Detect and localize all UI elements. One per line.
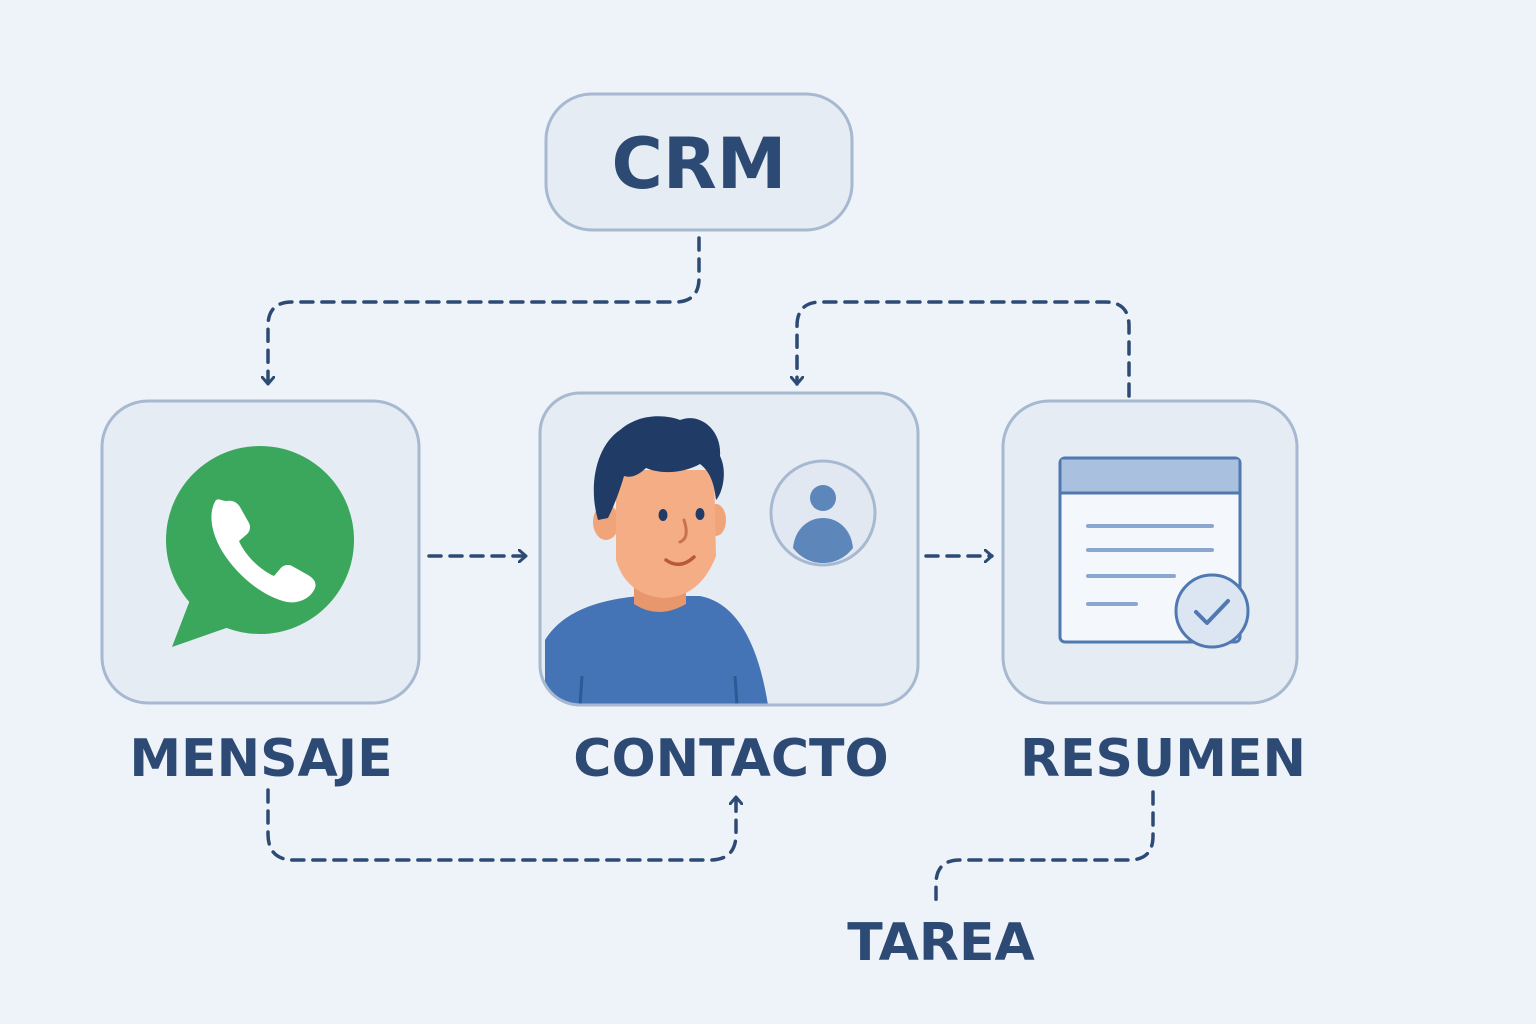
crm-label: CRM [612,123,787,205]
arrow-mensaje-label-to-contacto [266,788,736,862]
arrow-resumen-to-contacto [797,300,1131,398]
contacto-node: CONTACTO [538,391,920,789]
resumen-node: RESUMEN [1001,399,1306,789]
crm-box [544,92,854,232]
document-check-icon [1058,456,1250,649]
connectors [266,236,1155,902]
mensaje-label: MENSAJE [129,729,392,789]
tarea-label: TAREA [847,913,1034,973]
mensaje-node: MENSAJE [100,399,421,789]
resumen-label: RESUMEN [1020,729,1306,789]
contacto-label: CONTACTO [573,729,888,789]
arrow-resumen-to-tarea [934,790,1155,902]
contacto-box-border [538,391,920,707]
crm-node: CRM [544,92,854,232]
user-avatar-icon [769,459,877,567]
arrow-crm-to-mensaje [268,236,701,386]
whatsapp-icon [166,446,354,647]
person-illustration [545,416,768,705]
